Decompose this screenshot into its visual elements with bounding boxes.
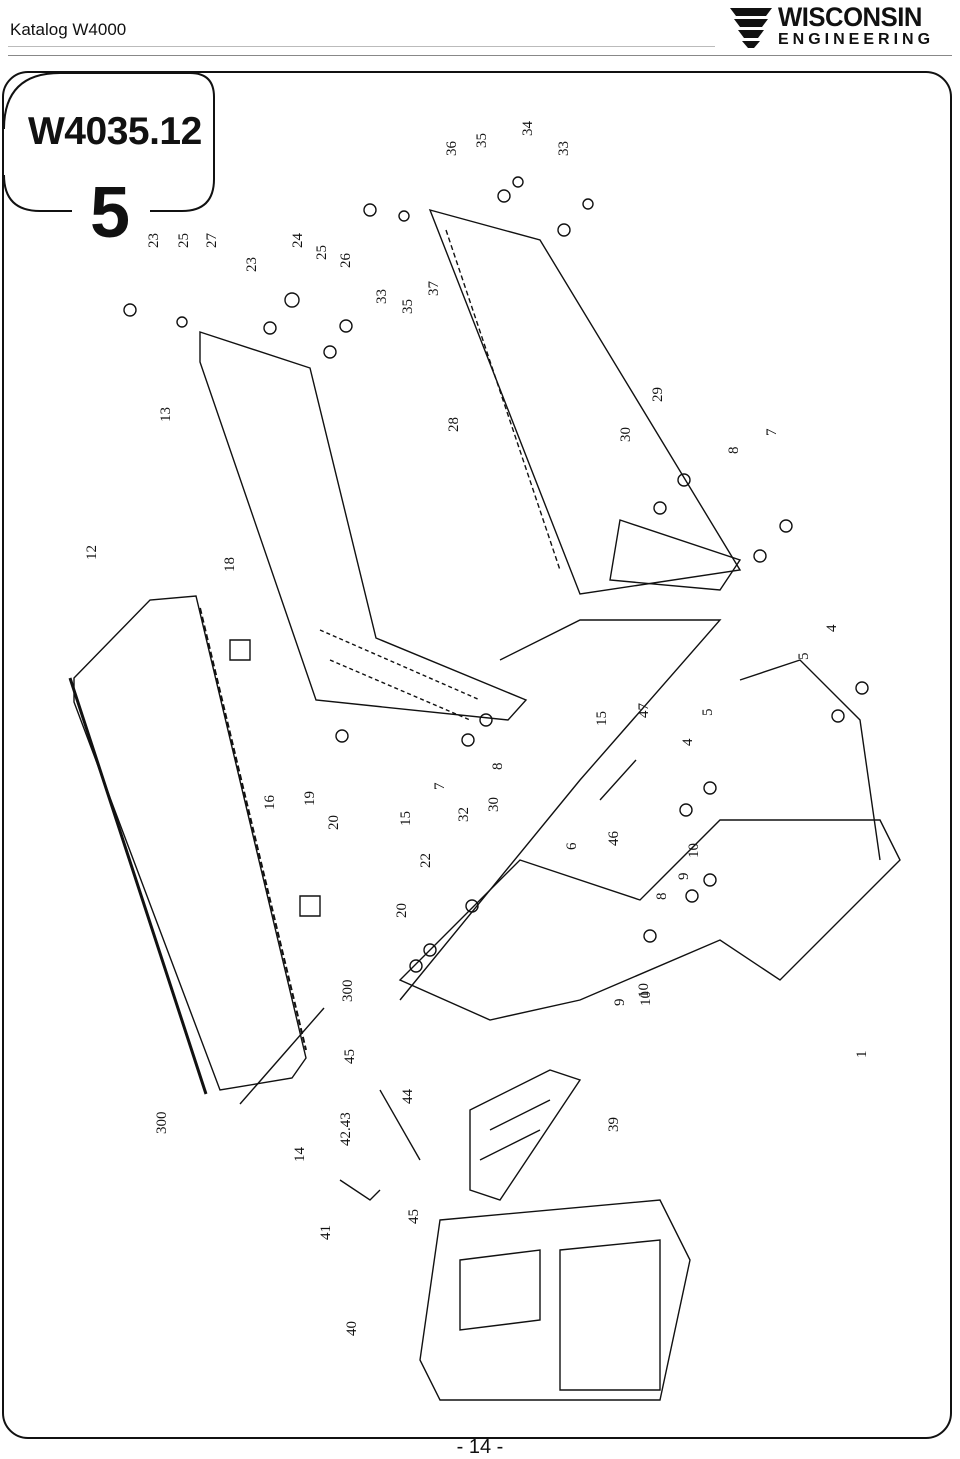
- callout-label: 22: [418, 853, 434, 868]
- callout-label: 34: [520, 121, 536, 137]
- sheet-code: W4035.12: [28, 110, 202, 153]
- callout-label: 18: [222, 557, 238, 572]
- callout-label: 4: [824, 624, 840, 632]
- callout-label: 35: [400, 299, 416, 314]
- callout-label: 39: [606, 1117, 622, 1132]
- callout-label: 20: [326, 815, 342, 830]
- callout-label: 33: [374, 289, 390, 304]
- section-number: 5: [90, 173, 131, 253]
- callout-label: 25: [314, 245, 330, 260]
- logo-wordmark-top: WISCONSIN: [778, 2, 922, 32]
- callout-label: 1: [854, 1051, 870, 1059]
- callout-label: 37: [426, 281, 442, 297]
- callout-label: 300: [154, 1112, 170, 1135]
- callout-label: 5: [700, 709, 716, 717]
- small-parts: [123, 176, 869, 1201]
- callout-label: 42.43: [338, 1112, 354, 1146]
- hood-top-panel: [428, 208, 742, 595]
- main-frame: [398, 619, 901, 1021]
- callout-label: 10: [636, 983, 652, 998]
- callout-label: 15: [594, 711, 610, 726]
- callout-label: 14: [292, 1147, 308, 1163]
- callout-label: 9: [612, 999, 628, 1007]
- callout-label: 36: [444, 141, 460, 157]
- callout-label: 47: [636, 703, 652, 719]
- callout-label: 23: [146, 233, 162, 248]
- callout-label: 46: [606, 831, 622, 847]
- callout-label: 19: [302, 791, 318, 806]
- callout-label: 10: [638, 991, 654, 1006]
- callout-label: 10: [686, 843, 702, 858]
- callout-label: 35: [474, 133, 490, 148]
- callout-label: 16: [262, 795, 278, 811]
- callout-label: 5: [796, 653, 812, 661]
- callout-label: 8: [726, 447, 742, 455]
- callout-label: 9: [676, 873, 692, 881]
- callout-label: 33: [556, 141, 572, 156]
- callout-label: 30: [618, 427, 634, 442]
- callout-label: 8: [490, 763, 506, 771]
- callout-label: 30: [486, 797, 502, 812]
- callout-label: 25: [176, 233, 192, 248]
- callout-label: 26: [338, 253, 354, 269]
- dash-panel: [199, 331, 528, 721]
- front-grille: [419, 1199, 691, 1401]
- callout-label: 7: [432, 782, 448, 790]
- side-panel-long: [68, 595, 307, 1095]
- callout-label: 6: [564, 842, 580, 850]
- callout-label: 40: [344, 1321, 360, 1336]
- header-rule-lower: [8, 55, 952, 56]
- exploded-parts-diagram: [68, 176, 901, 1401]
- callout-label: 44: [400, 1089, 416, 1105]
- callout-label: 4: [680, 738, 696, 746]
- title-tab-outline: [3, 72, 215, 212]
- callout-label: 32: [456, 807, 472, 822]
- callout-label: 7: [764, 428, 780, 436]
- drawing-frame: [2, 71, 952, 1439]
- page-number: - 14 -: [456, 1436, 504, 1458]
- catalog-title: Katalog W4000: [10, 20, 127, 39]
- callout-label: 12: [84, 545, 100, 560]
- callout-label: 45: [342, 1049, 358, 1064]
- callout-label: 23: [244, 257, 260, 272]
- wisconsin-logo-mark-icon: [730, 8, 772, 48]
- callout-label: 20: [394, 903, 410, 918]
- callout-label: 29: [650, 387, 666, 402]
- callout-label: 24: [290, 233, 306, 249]
- callout-label: 13: [158, 407, 174, 422]
- callout-label: 41: [318, 1225, 334, 1240]
- logo-wordmark-bottom: ENGINEERING: [778, 31, 935, 48]
- header-rule: [8, 46, 715, 47]
- grille-insert: [469, 1069, 582, 1201]
- callout-label: 300: [340, 980, 356, 1003]
- callout-label: 27: [204, 233, 220, 249]
- company-logo: WISCONSIN ENGINEERING: [728, 2, 956, 50]
- callout-label: 15: [398, 811, 414, 826]
- callout-label: 45: [406, 1209, 422, 1224]
- callout-label: 28: [446, 417, 462, 432]
- callout-label: 8: [654, 893, 670, 901]
